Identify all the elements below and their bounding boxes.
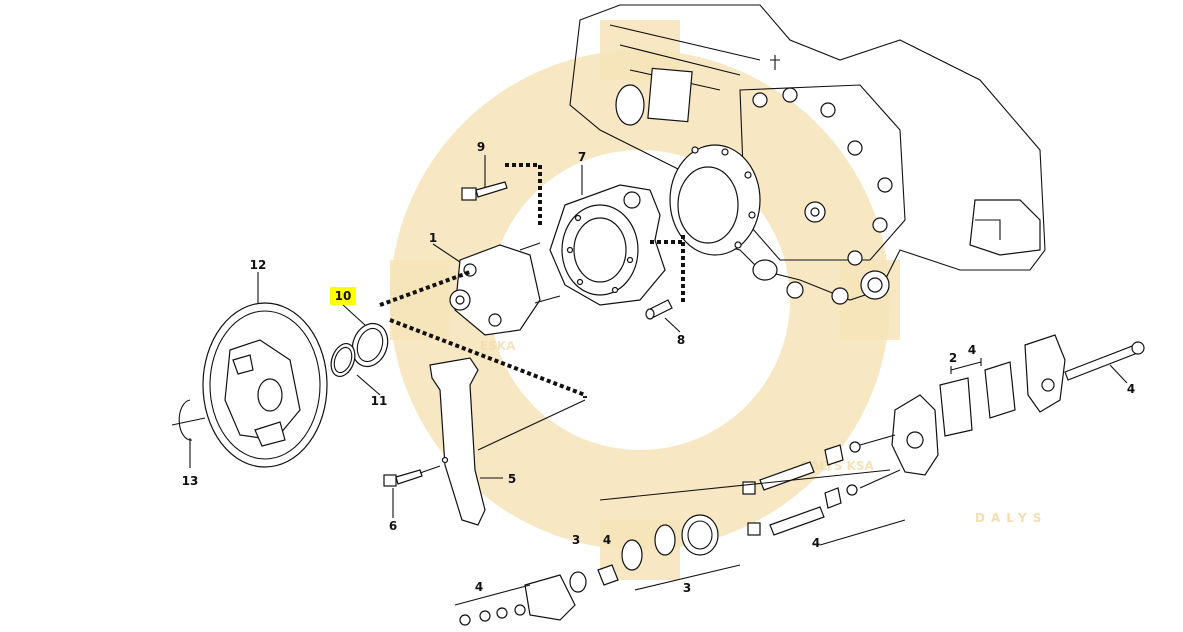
callout-1[interactable]: 1	[429, 231, 437, 245]
bracket-5	[429, 357, 586, 526]
callout-7[interactable]: 7	[578, 150, 586, 164]
callout-13[interactable]: 13	[182, 474, 199, 488]
callout-12[interactable]: 12	[250, 258, 267, 272]
bolt-9	[461, 181, 508, 201]
callout-10[interactable]: 10	[335, 289, 352, 303]
callout-11[interactable]: 11	[371, 394, 388, 408]
callout-3b[interactable]: 3	[683, 581, 691, 595]
callout-6[interactable]: 6	[389, 519, 397, 533]
caliper-kit	[599, 334, 1145, 536]
callout-8[interactable]: 8	[677, 333, 685, 347]
assembly-dashed-line-3	[650, 235, 685, 305]
callout-9[interactable]: 9	[477, 140, 485, 154]
watermark-brand-small: DALYS	[975, 511, 1047, 525]
assembly-dashed-line	[379, 163, 542, 307]
callout-2-4[interactable]: 4	[968, 343, 976, 357]
watermark-brand-big: ESKA	[480, 339, 516, 353]
axle-housing	[569, 4, 1046, 305]
watermark-brand-mid: DALYS KSA	[800, 459, 874, 473]
caliper-assembly	[449, 242, 561, 336]
callout-2[interactable]: 2	[949, 351, 957, 365]
brake-disc	[202, 302, 328, 468]
piston-kit	[454, 514, 906, 626]
highlight-box	[330, 287, 356, 305]
callout-5[interactable]: 5	[508, 472, 516, 486]
callout-4d[interactable]: 4	[1127, 382, 1135, 396]
assembly-dashed-line-2	[389, 318, 587, 398]
ring-10	[351, 322, 389, 368]
leader-lines	[189, 155, 1128, 518]
seal-11	[330, 342, 356, 378]
callout-4c[interactable]: 4	[812, 536, 820, 550]
circlip-13	[171, 399, 206, 441]
pin-8	[645, 299, 673, 320]
callout-3a[interactable]: 3	[572, 533, 580, 547]
callout-4b[interactable]: 4	[475, 580, 483, 594]
anchor-plate	[549, 184, 666, 306]
callout-4a[interactable]: 4	[603, 533, 611, 547]
bolt-6	[383, 465, 441, 487]
